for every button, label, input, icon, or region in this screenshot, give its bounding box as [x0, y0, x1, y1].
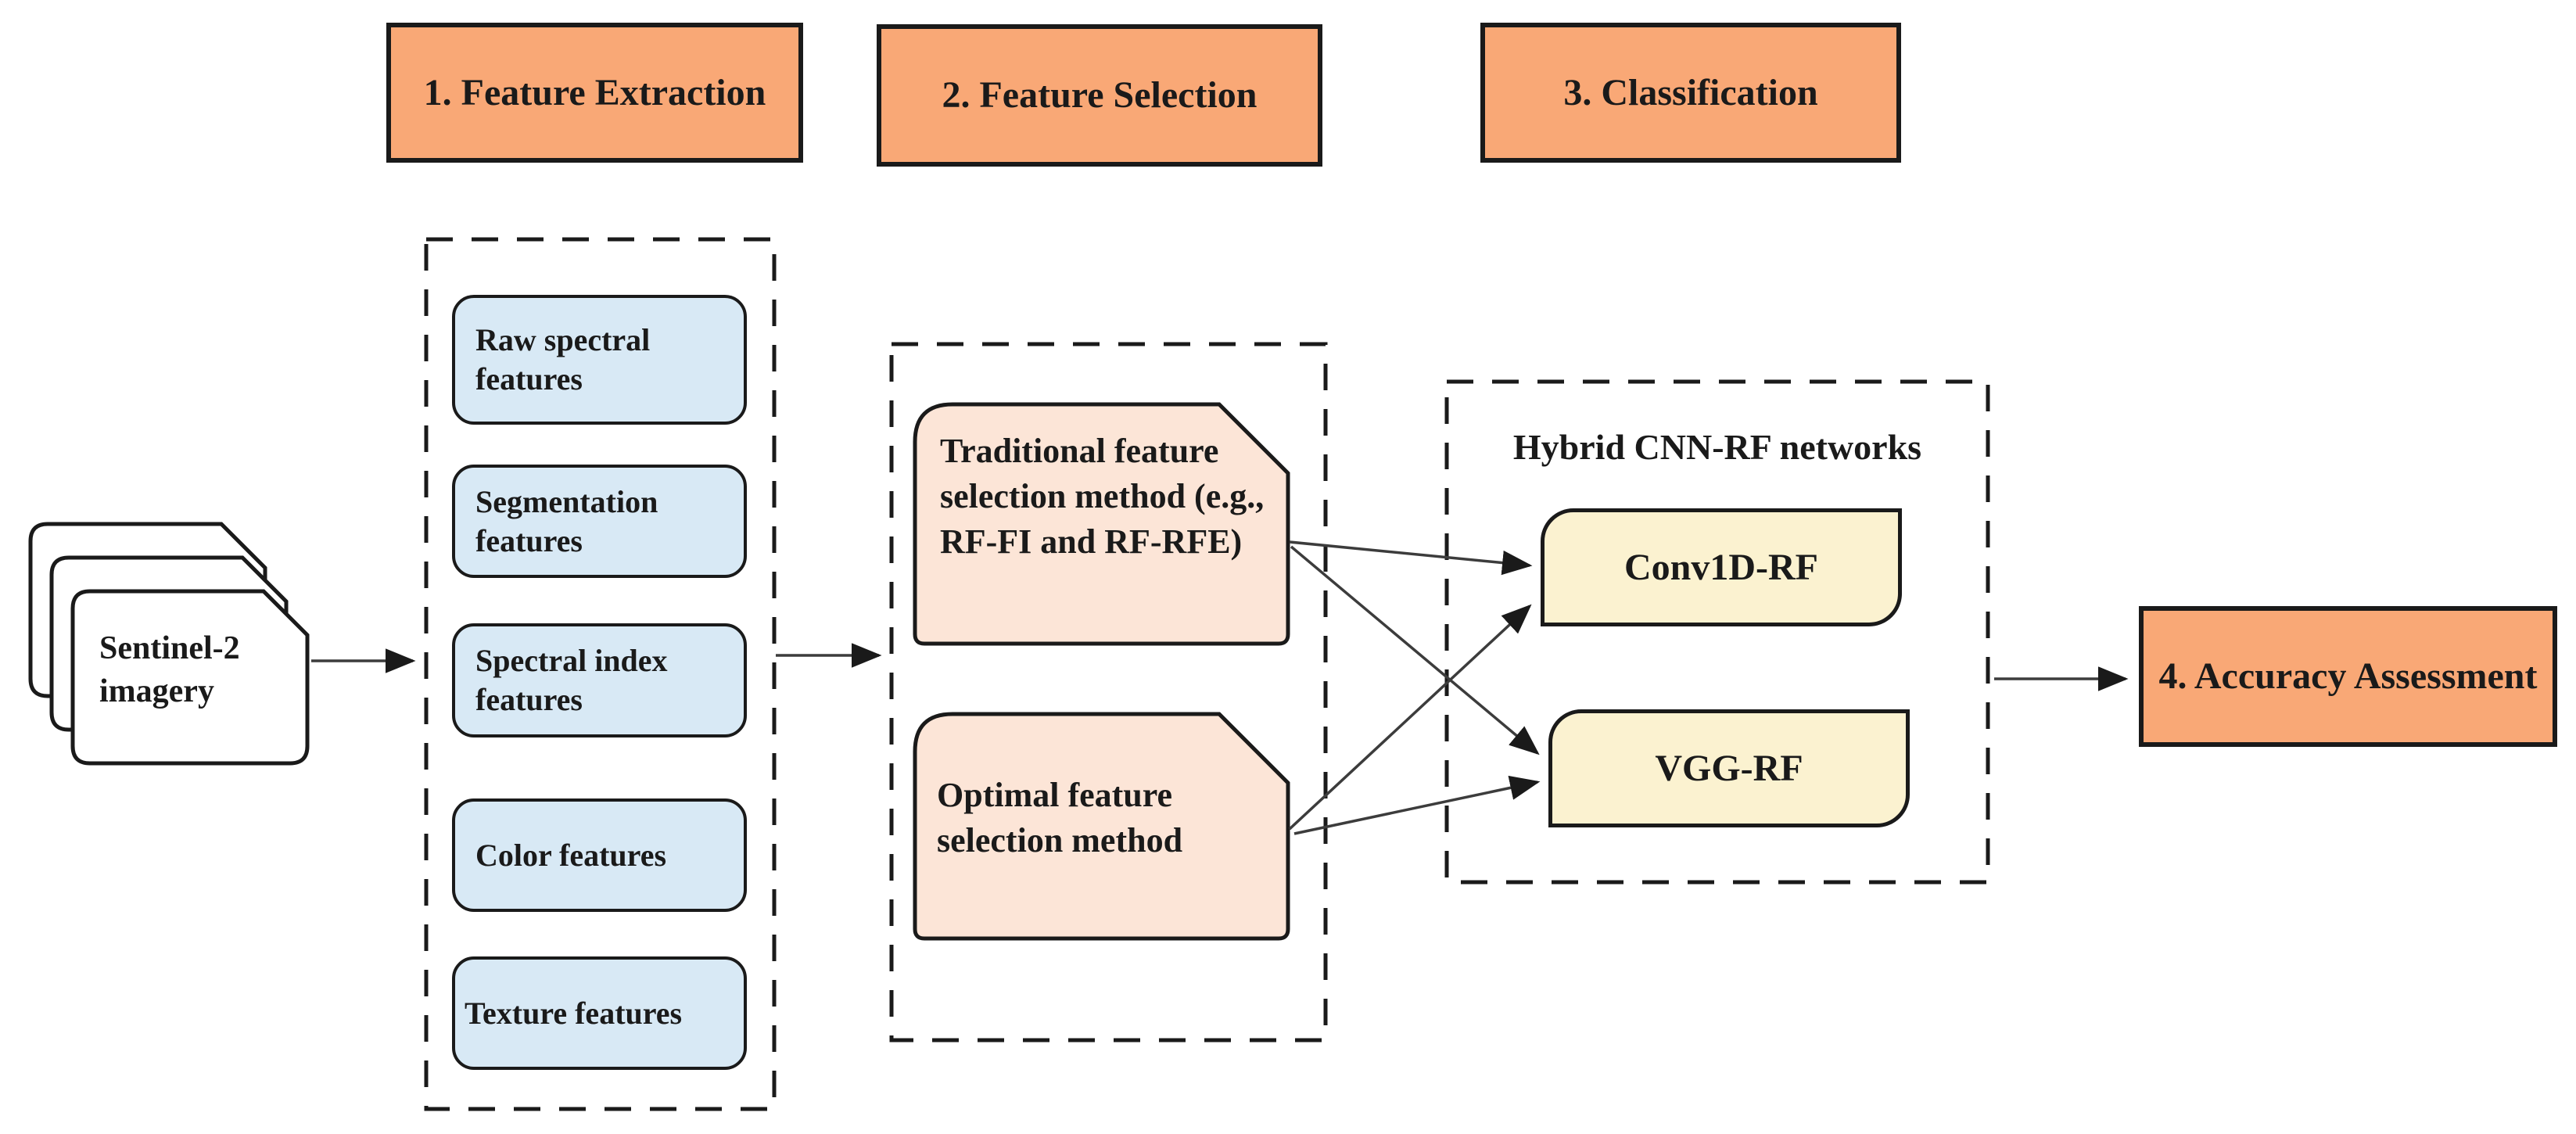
sentinel-2-imagery-label: Sentinel-2 imagery — [99, 630, 240, 710]
feature-selection-group — [889, 342, 1328, 1042]
arrow-optimal-to-conv1d-rf — [1288, 604, 1532, 831]
optimal-selection-box — [913, 712, 1290, 941]
feature-raw-spectral: Raw spectral features — [452, 295, 747, 425]
arrow-traditional-to-vgg-rf — [1290, 545, 1540, 755]
feature-segmentation: Segmentation features — [452, 465, 747, 578]
document-stack-front-card-icon — [70, 589, 310, 766]
network-conv1d-rf: Conv1D-RF — [1541, 508, 1902, 626]
feature-extraction-group — [424, 237, 777, 1111]
classification-group — [1444, 379, 1990, 885]
traditional-selection-box — [913, 402, 1290, 646]
optimal-selection-label: Optimal feature selection method — [937, 776, 1183, 860]
traditional-selection-label: Traditional feature selection method (e.… — [940, 432, 1265, 562]
stage-classification: 3. Classification — [1480, 23, 1901, 163]
arrow-optimal-to-vgg-rf — [1293, 775, 1541, 835]
feature-texture: Texture features — [452, 956, 747, 1070]
stage-feature-selection: 2. Feature Selection — [877, 24, 1322, 167]
stage-feature-extraction: 1. Feature Extraction — [386, 23, 803, 163]
feature-spectral-index: Spectral index features — [452, 623, 747, 737]
hybrid-cnn-rf-title: Hybrid CNN-RF networks — [1512, 427, 1922, 467]
network-vgg-rf: VGG-RF — [1548, 709, 1910, 827]
arrow-traditional-to-conv1d-rf — [1289, 540, 1533, 576]
feature-color: Color features — [452, 798, 747, 912]
stage-accuracy-assessment: 4. Accuracy Assessment — [2139, 606, 2557, 747]
